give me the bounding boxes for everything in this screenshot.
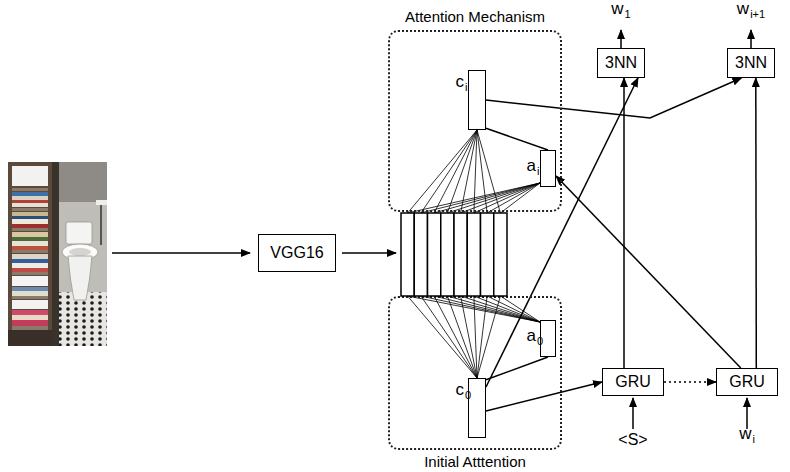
- attention-vector: a0: [540, 320, 556, 357]
- group-title: Initial Atttention: [424, 453, 526, 471]
- network-box: VGG16: [258, 234, 336, 272]
- connector-arrow: [486, 78, 741, 118]
- connector-arrow: [664, 381, 716, 383]
- network-name: VGG16: [270, 244, 323, 262]
- output-word: w1: [611, 0, 630, 28]
- attention-vector: ai: [540, 150, 556, 187]
- network-name: 3NN: [605, 54, 637, 72]
- input-photo: [8, 162, 107, 346]
- network-box: 3NN: [727, 48, 775, 78]
- output-word: wi+1: [737, 0, 765, 28]
- attention-fan-lines: [408, 130, 540, 378]
- attention-group: Attention Mechanismciai: [388, 30, 562, 212]
- vector-name: ci: [456, 73, 466, 101]
- network-box: 3NN: [597, 48, 645, 78]
- network-name: GRU: [615, 373, 651, 391]
- gru-box: GRU: [602, 368, 664, 396]
- context-vector: c0: [468, 378, 486, 438]
- network-name: 3NN: [735, 54, 767, 72]
- flow-arrows: [112, 30, 751, 429]
- input-word: wi: [739, 425, 755, 453]
- connector-arrow: [486, 382, 602, 411]
- attention-group: Initial Atttentiona0c0: [388, 296, 562, 450]
- vector-name: c0: [456, 381, 466, 409]
- connector-arrow: [556, 176, 741, 368]
- vector-name: ai: [527, 157, 537, 185]
- connector-arrow: [486, 128, 548, 150]
- network-name: GRU: [729, 373, 765, 391]
- gru-box: GRU: [716, 368, 778, 396]
- connector-arrow: [755, 78, 757, 368]
- group-title: Attention Mechanism: [405, 8, 545, 26]
- context-vector: ci: [468, 70, 486, 130]
- connector-arrow: [623, 78, 625, 368]
- start-token: <S>: [618, 431, 647, 449]
- vector-name: a0: [527, 327, 537, 355]
- connector-arrow: [486, 78, 638, 387]
- feature-columns: [401, 213, 507, 296]
